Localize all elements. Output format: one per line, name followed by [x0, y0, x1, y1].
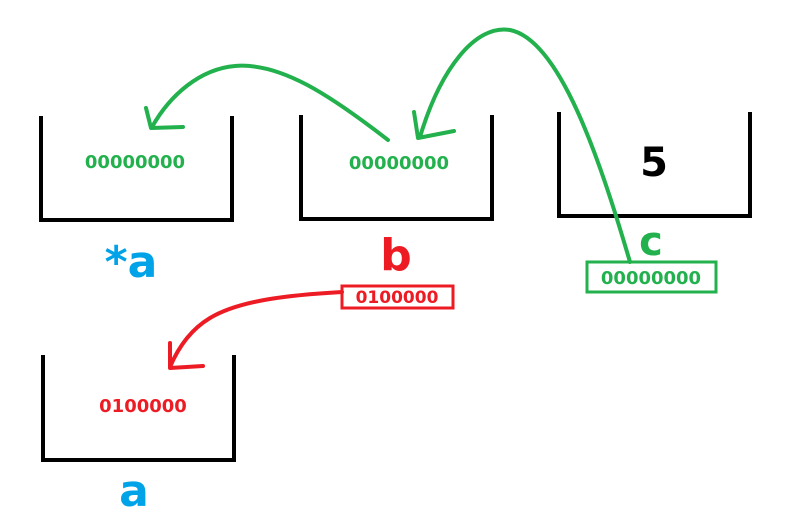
arrow-b-to-star-a-head	[144, 106, 185, 130]
a-value: 0100000	[99, 396, 187, 417]
box-a	[41, 355, 236, 462]
a-label: a	[119, 466, 149, 516]
c-value: 5	[640, 140, 668, 186]
star-a-label: *a	[105, 237, 158, 288]
arrow-b-address-to-a	[168, 290, 344, 369]
box-c	[557, 112, 752, 218]
arrow-c-to-b	[418, 27, 632, 264]
b-value: 00000000	[349, 153, 449, 174]
arrow-b-address-to-a-head	[168, 341, 205, 370]
b-address-tag	[340, 284, 455, 310]
arrow-c-to-b-head	[412, 110, 456, 140]
box-b	[299, 115, 494, 221]
c-address-tag	[585, 260, 718, 294]
box-star-a	[39, 116, 234, 222]
b-label: b	[380, 230, 412, 281]
b-address-text: 0100000	[356, 288, 439, 308]
star-a-value: 00000000	[85, 152, 185, 173]
arrow-b-to-star-a	[150, 63, 390, 142]
c-label: c	[639, 219, 663, 265]
c-address-text: 00000000	[601, 268, 701, 289]
